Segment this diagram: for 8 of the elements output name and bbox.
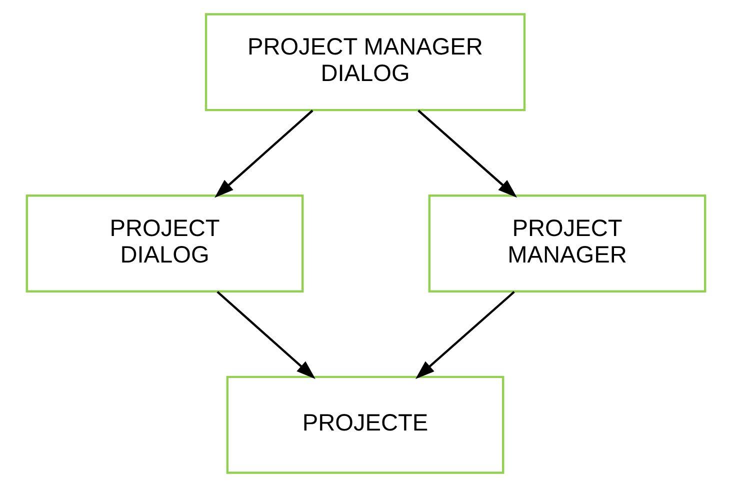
node-box: PROJECT MANAGER (428, 194, 706, 293)
node-box: PROJECT MANAGER DIALOG (204, 13, 526, 112)
arrow (214, 110, 314, 198)
node-box: PROJECT DIALOG (26, 194, 304, 293)
arrow (216, 291, 316, 380)
arrow (415, 291, 515, 380)
arrow (418, 110, 518, 198)
node-box: PROJECTE (226, 376, 504, 474)
